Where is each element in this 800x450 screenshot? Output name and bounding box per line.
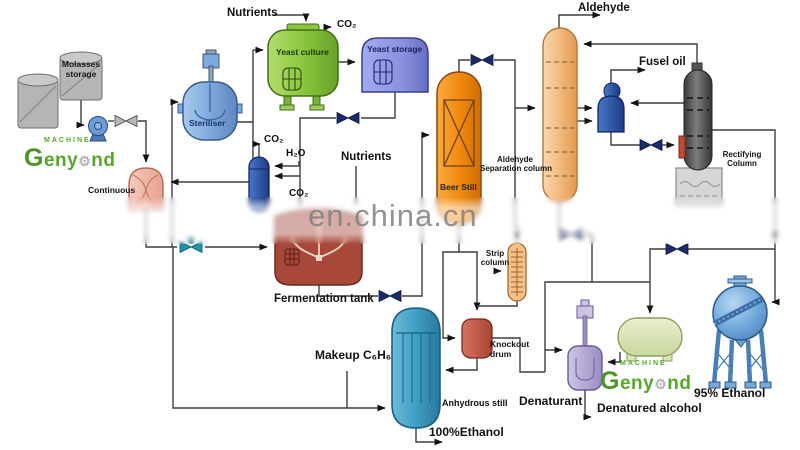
strip-column xyxy=(507,242,527,302)
valve-navy xyxy=(470,54,494,66)
pipe xyxy=(299,117,336,207)
valve-navy xyxy=(378,290,402,302)
pipe xyxy=(771,241,780,306)
label-beer-still: Beer Still xyxy=(440,182,477,192)
valve-gray xyxy=(114,115,138,127)
brand-name-text: Geny⚙nd xyxy=(600,367,691,396)
label-100-ethanol: 100%Ethanol xyxy=(429,425,504,439)
pipe xyxy=(318,285,378,297)
pipe xyxy=(172,247,386,412)
pipe xyxy=(361,92,396,119)
valve-navy xyxy=(665,243,689,255)
pipe xyxy=(415,428,443,446)
label-nutrients-mid: Nutrients xyxy=(341,151,392,163)
valve-navy xyxy=(639,139,663,151)
label-nutrients-top: Nutrients xyxy=(227,7,278,19)
legs xyxy=(711,329,769,385)
label-fusel-oil: Fusel oil xyxy=(639,56,686,68)
pipe xyxy=(458,59,470,72)
label-fermentation-tank: Fermentation tank xyxy=(274,293,374,305)
label-co2-ferm: CO₂ xyxy=(289,188,309,199)
molasses-storage-tanks xyxy=(17,51,103,129)
brand-logo-top: MACHINE Geny⚙nd xyxy=(24,137,115,173)
brand-logo-bottom: MACHINE Geny⚙nd xyxy=(600,360,691,396)
brand-machine-text: MACHINE xyxy=(44,137,91,144)
label-h2o: H₂O xyxy=(286,148,306,159)
label-denaturant: Denaturant xyxy=(519,394,583,408)
pipe xyxy=(610,66,646,83)
brand-name-text: Geny⚙nd xyxy=(24,144,115,173)
label-continuous: Continuous xyxy=(88,185,136,195)
label-makeup-c6h6: Makeup C₆H₆ xyxy=(315,348,392,362)
yeast-culture-vessel xyxy=(267,23,339,111)
brand-eny: eny xyxy=(43,150,79,171)
pipe xyxy=(76,100,85,129)
pipe xyxy=(583,390,592,421)
pipe xyxy=(274,161,300,170)
watermark-blur-band xyxy=(0,197,800,244)
label-yeast-storage: Yeast storage xyxy=(367,44,423,54)
yeast-storage-vessel xyxy=(361,37,429,93)
pipe xyxy=(477,301,518,307)
label-co2-top: CO₂ xyxy=(337,19,357,30)
reboiler-tab xyxy=(678,135,686,159)
ethanol-95-sphere-tank xyxy=(708,275,772,389)
pipe xyxy=(442,251,459,342)
label-denatured-alcohol: Denatured alcohol xyxy=(597,401,702,415)
rectifying-column xyxy=(675,62,723,207)
pipe xyxy=(558,11,601,28)
pipe xyxy=(445,357,478,374)
brand-nd: nd xyxy=(667,373,692,394)
brand-g: G xyxy=(24,144,44,172)
watermark-text: en.china.cn xyxy=(308,198,478,233)
denatured-alcohol-tank xyxy=(617,317,683,362)
pipe xyxy=(138,120,150,163)
aldehyde-separation-column xyxy=(542,27,578,203)
brand-machine-text: MACHINE xyxy=(620,360,667,367)
valve-navy xyxy=(336,112,360,124)
knockout-drum xyxy=(461,318,493,359)
label-anhydrous-still: Anhydrous still xyxy=(442,398,508,408)
fusel-oil-separator xyxy=(597,82,625,133)
gear-icon: ⚙ xyxy=(78,153,92,169)
pipe xyxy=(273,13,310,22)
pipe xyxy=(607,352,621,366)
pipe xyxy=(494,59,516,108)
brand-g: G xyxy=(600,367,620,395)
pipe xyxy=(544,281,650,372)
coil xyxy=(373,59,393,85)
gear-icon: ⚙ xyxy=(654,376,668,392)
pipe xyxy=(492,337,545,373)
label-95-ethanol: 95% Ethanol xyxy=(694,386,766,400)
brand-nd: nd xyxy=(91,150,116,171)
label-yeast-culture: Yeast culture xyxy=(276,47,329,57)
label-steriliser: Steriliser xyxy=(189,118,226,128)
label-co2-mid: CO₂ xyxy=(264,134,284,145)
steriliser-vessel xyxy=(177,49,243,141)
pipe xyxy=(252,140,261,157)
pipe xyxy=(646,248,666,314)
anhydrous-still xyxy=(391,307,441,429)
brand-eny: eny xyxy=(619,373,655,394)
coil xyxy=(284,248,300,266)
coil xyxy=(282,67,302,91)
denaturant-mixer xyxy=(567,299,603,391)
pipe xyxy=(583,40,698,70)
pipe xyxy=(610,132,640,146)
feed-pump xyxy=(88,116,108,142)
label-aldehyde: Aldehyde xyxy=(578,2,630,14)
